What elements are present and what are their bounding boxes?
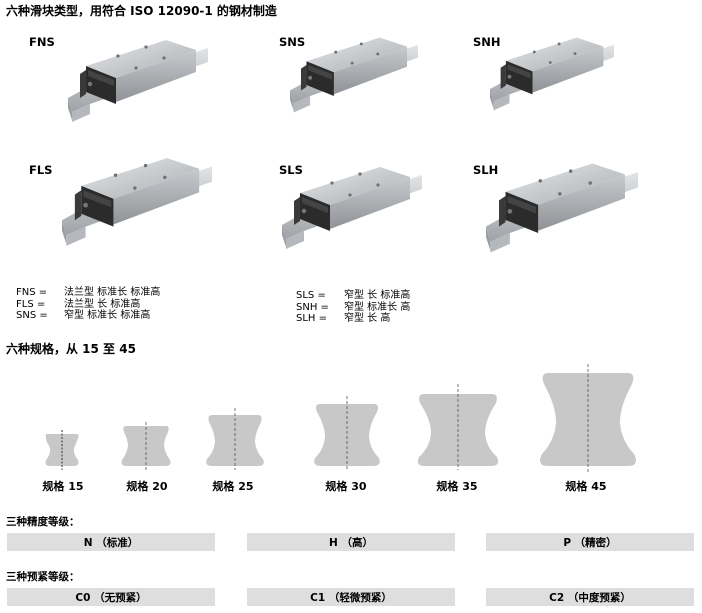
accuracy-grade-n: N （标准）: [7, 533, 215, 551]
legend-item: SNH = 窄型 标准长 高: [296, 301, 411, 313]
carriage-fns-image: [68, 36, 208, 126]
type-code-snh: SNH: [473, 35, 501, 49]
carriage-slh-image: [486, 158, 638, 258]
accuracy-grade-p: P （精密）: [486, 533, 694, 551]
legend-right: SLS = 窄型 长 标准高 SNH = 窄型 标准长 高 SLH = 窄型 长…: [296, 290, 410, 325]
profile-20: [121, 422, 171, 470]
legend-item: FLS = 法兰型 长 标准高: [16, 298, 141, 310]
profile-45: [540, 364, 636, 472]
preload-grade-c2: C2 （中度预紧）: [486, 588, 694, 606]
profile-25: [206, 408, 264, 470]
profile-35: [417, 384, 499, 470]
preload-grade-c0: C0 （无预紧）: [7, 588, 215, 606]
legend-item: SNS = 窄型 标准长 标准高: [16, 310, 151, 321]
accuracy-title: 三种精度等级：: [6, 516, 80, 528]
profile-15: [45, 430, 79, 470]
sizes-title: 六种规格，从 15 至 45: [6, 342, 136, 356]
rail-profiles: [45, 364, 636, 472]
page-title: 六种滑块类型，用符合 ISO 12090-1 的钢材制造: [6, 4, 277, 18]
size-label-20: 规格 20: [126, 480, 168, 493]
profile-30: [314, 396, 380, 470]
size-label-15: 规格 15: [42, 480, 84, 493]
preload-grade-c1: C1 （轻微预紧）: [247, 588, 455, 606]
type-code-sns: SNS: [279, 35, 306, 49]
legend-item: SLH = 窄型 长 高: [296, 313, 391, 324]
legend-item: FNS = 法兰型 标准长 标准高: [16, 287, 161, 298]
type-code-fns: FNS: [29, 35, 55, 49]
carriage-snh-image: [490, 32, 614, 116]
type-code-sls: SLS: [279, 163, 303, 177]
legend-left: FNS = 法兰型 标准长 标准高 FLS = 法兰型 长 标准高 SNS = …: [16, 287, 160, 322]
legend-item: SLS = 窄型 长 标准高: [296, 290, 411, 301]
preload-title: 三种预紧等级：: [6, 571, 80, 583]
size-label-45: 规格 45: [565, 480, 607, 493]
type-code-fls: FLS: [29, 163, 53, 177]
accuracy-grade-h: H （高）: [247, 533, 455, 551]
size-label-25: 规格 25: [212, 480, 254, 493]
carriage-sls-image: [282, 160, 422, 256]
carriage-sns-image: [290, 33, 418, 117]
carriage-fls-image: [62, 152, 212, 252]
type-code-slh: SLH: [473, 163, 499, 177]
size-label-30: 规格 30: [325, 480, 367, 493]
size-label-35: 规格 35: [436, 480, 478, 493]
